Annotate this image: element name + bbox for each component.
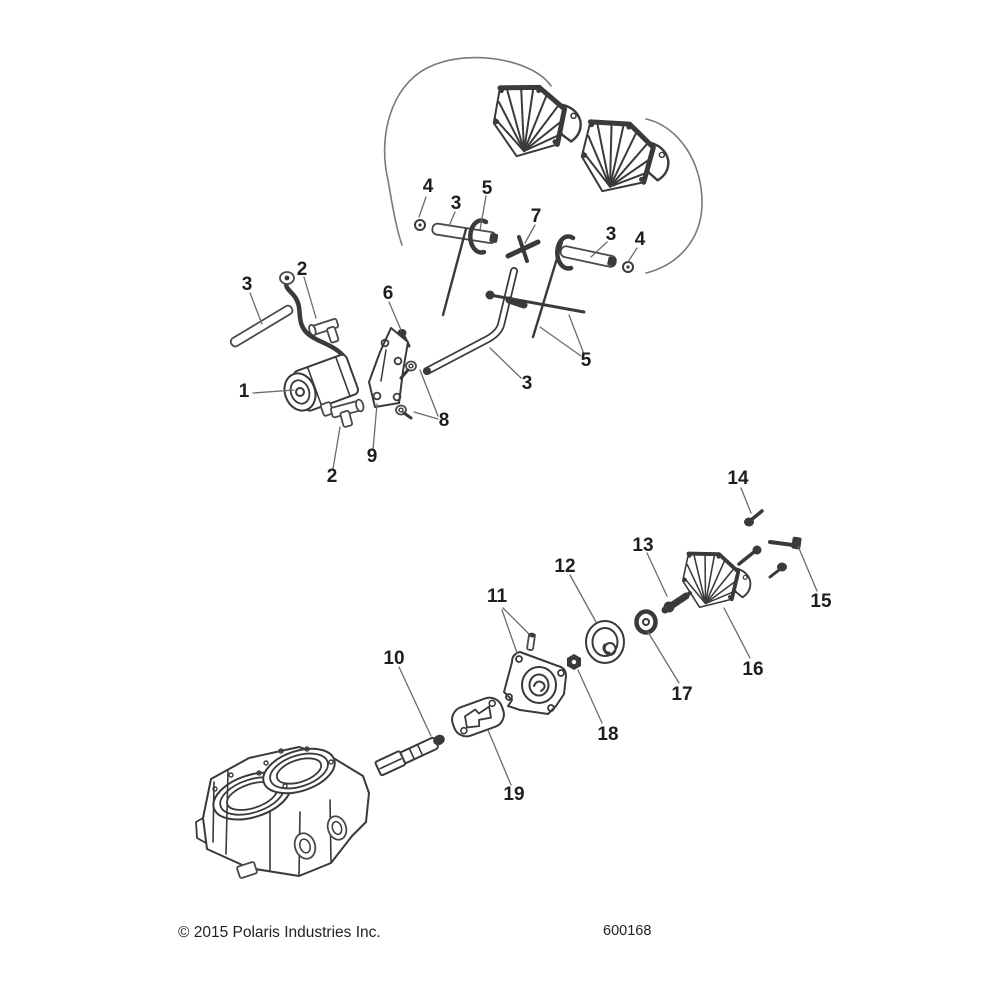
valve-cover-top-right-illustration (579, 117, 670, 193)
lock-nut-top-right (622, 261, 634, 273)
valve-cover-lower-illustration (678, 545, 755, 611)
pin-11 (526, 632, 536, 651)
bolt-14 (744, 509, 764, 527)
solenoid-illustration (279, 271, 360, 417)
bolt-15-set (768, 536, 802, 579)
callout-label: 4 (423, 176, 434, 197)
callout-label: 2 (327, 466, 338, 487)
callout-label: 3 (451, 193, 462, 214)
callout-label: 17 (671, 684, 692, 705)
callout-label: 9 (367, 446, 378, 467)
lock-nut-top-left (414, 219, 426, 231)
callout-labels: 4 3 5 7 3 4 3 2 6 1 2 8 9 5 3 14 13 15 1… (239, 176, 832, 805)
retaining-clip-right (555, 234, 576, 271)
bracket-screws (395, 360, 417, 420)
linkage-rod-right (559, 245, 617, 268)
callout-label: 18 (597, 724, 618, 745)
mounting-bracket-illustration (368, 327, 409, 408)
thin-cable-rods (441, 227, 564, 339)
callout-label: 4 (635, 229, 646, 250)
callout-label: 3 (242, 274, 253, 295)
actuator-cable-rod (485, 290, 586, 314)
valve-stem-10 (374, 734, 445, 777)
elbow-fitting-lower (329, 398, 365, 428)
callout-label: 10 (383, 648, 404, 669)
gasket-19 (451, 696, 505, 738)
stud-bolt (737, 545, 762, 566)
callout-label: 15 (810, 591, 832, 612)
callout-label: 1 (239, 381, 250, 402)
valve-cover-top-left-illustration (489, 77, 584, 158)
callout-label: 13 (632, 535, 653, 556)
bent-control-rod (423, 267, 518, 375)
reference-arc-right (645, 118, 703, 274)
diagram-number: 600168 (603, 923, 651, 939)
callout-label: 16 (742, 659, 763, 680)
engine-cylinder-block-illustration (195, 746, 370, 879)
callout-label: 3 (606, 224, 617, 245)
callout-label: 6 (383, 283, 394, 304)
cross-pin (505, 235, 541, 263)
diaphragm-disc-12 (585, 620, 625, 664)
callout-label: 2 (297, 259, 308, 280)
shaft-13 (661, 591, 692, 614)
callout-label: 5 (581, 350, 592, 371)
footer: © 2015 Polaris Industries Inc. 600168 (178, 923, 651, 941)
callout-label: 7 (531, 206, 542, 227)
copyright-text: © 2015 Polaris Industries Inc. (178, 924, 381, 941)
straight-rod-left (229, 304, 294, 348)
callout-label: 3 (522, 373, 533, 394)
callout-label: 12 (554, 556, 575, 577)
callout-label: 11 (487, 586, 508, 607)
callout-label: 5 (482, 178, 493, 199)
flange-nut-18 (567, 654, 581, 670)
hose-fitting-upper (308, 317, 340, 344)
callout-label: 19 (503, 784, 524, 805)
reference-arc-left (383, 56, 552, 246)
retaining-clip-left (468, 218, 489, 255)
callout-label: 8 (439, 410, 450, 431)
callout-label: 14 (727, 468, 749, 489)
washer-17 (634, 609, 658, 635)
leader-lines (249, 195, 818, 786)
valve-body-illustration (503, 651, 567, 715)
